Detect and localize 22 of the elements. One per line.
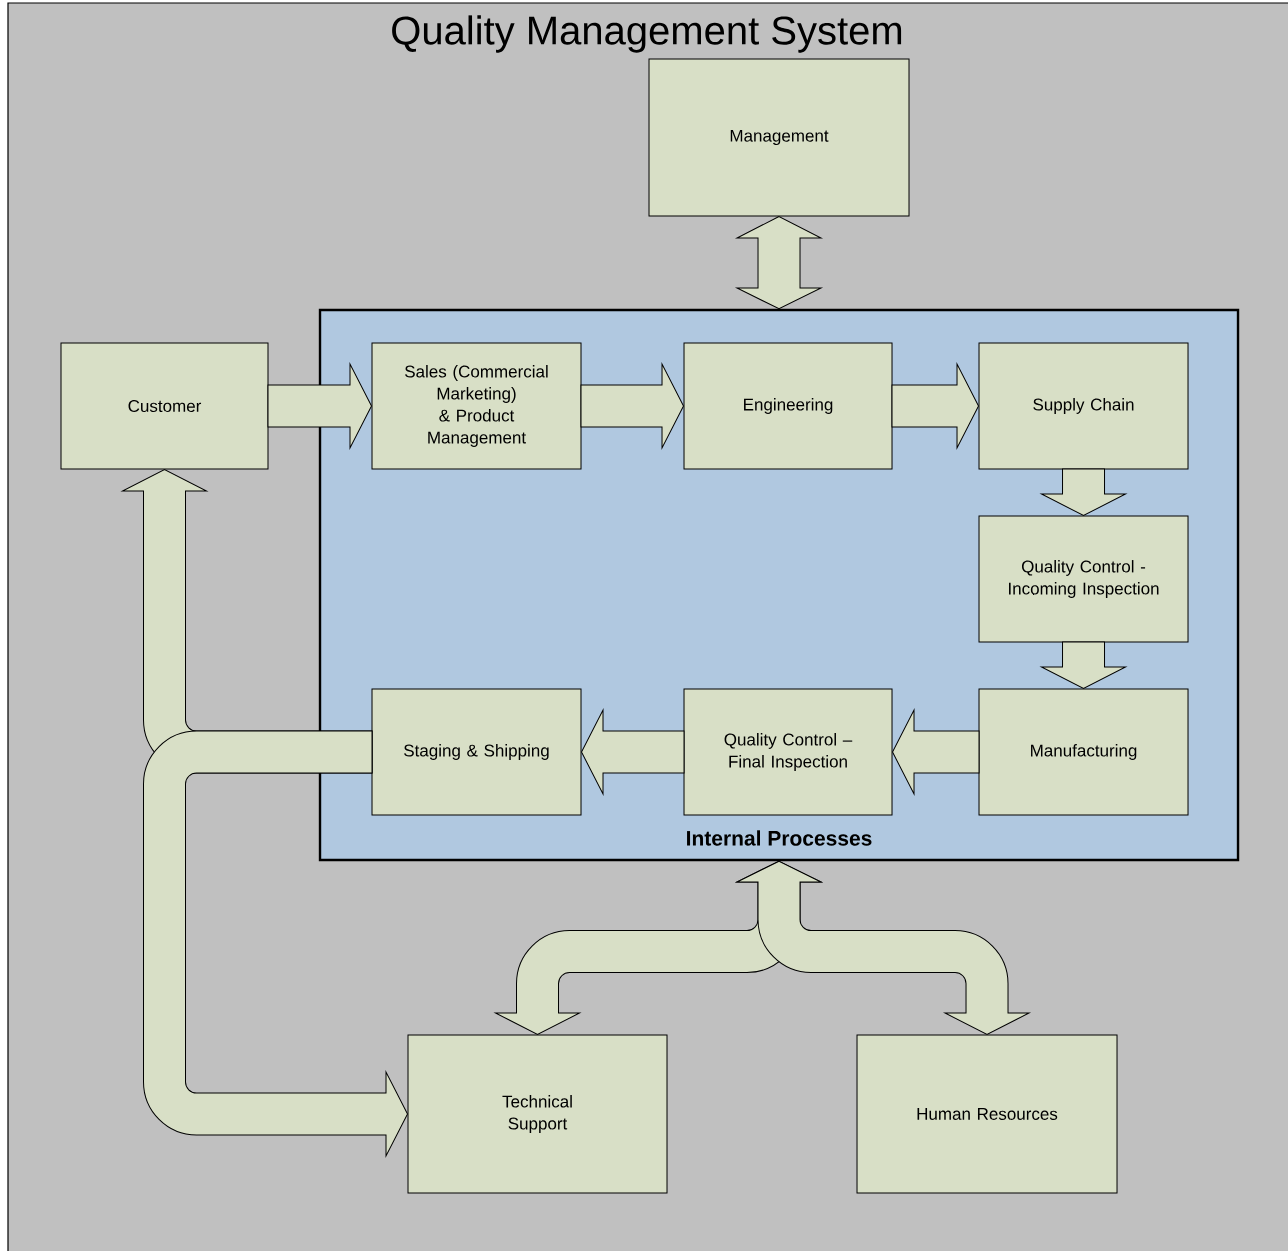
block-arrow <box>892 709 980 795</box>
process-box: Customer <box>60 342 269 470</box>
block-arrow <box>891 363 979 449</box>
process-box: Engineering <box>683 342 893 470</box>
process-box: Sales (Commercial Marketing) & Product Management <box>371 342 582 470</box>
block-arrow <box>736 860 1030 1035</box>
process-box: Quality Control – Final Inspection <box>683 688 893 816</box>
process-box: Manufacturing <box>978 688 1189 816</box>
diagram-title: Quality Management System <box>392 15 902 53</box>
block-arrow <box>267 363 372 449</box>
block-arrow <box>580 363 684 449</box>
process-box: Staging & Shipping <box>371 688 582 816</box>
block-arrow <box>581 709 685 795</box>
process-box: Supply Chain <box>978 342 1189 470</box>
process-box: Management <box>648 58 910 217</box>
block-arrow <box>1041 468 1126 516</box>
block-arrow <box>1041 641 1126 689</box>
process-box: Human Resources <box>856 1034 1118 1194</box>
process-box: Technical Support <box>407 1034 668 1194</box>
process-box: Quality Control - Incoming Inspection <box>978 515 1189 643</box>
block-arrow <box>736 216 822 310</box>
block-arrow <box>143 730 408 1157</box>
